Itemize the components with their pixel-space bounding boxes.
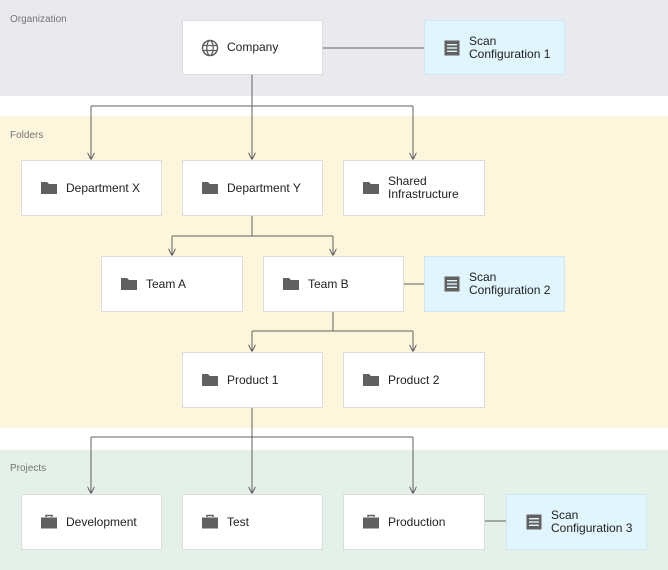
document-icon	[525, 513, 543, 531]
node-team-a[interactable]: Team A	[101, 256, 243, 312]
briefcase-icon	[40, 513, 58, 531]
node-label: Test	[227, 514, 250, 529]
node-label: Development	[66, 514, 137, 529]
scan-configuration-label: Scan Configuration 3	[551, 508, 633, 535]
node-label: Team B	[308, 276, 349, 291]
node-label: Department Y	[227, 180, 301, 195]
node-label: Department X	[66, 180, 141, 195]
globe-icon	[201, 39, 219, 57]
document-icon	[443, 39, 461, 57]
node-department-y[interactable]: Department Y	[182, 160, 323, 216]
node-development[interactable]: Development	[21, 494, 162, 550]
folder-icon	[40, 179, 58, 197]
projects-band-label: Projects	[10, 463, 47, 474]
briefcase-icon	[201, 513, 219, 531]
node-label: Shared Infrastructure	[388, 174, 459, 201]
organization-band-label: Organization	[10, 14, 67, 25]
node-team-b[interactable]: Team B	[263, 256, 404, 312]
scan-configuration-label: Scan Configuration 1	[469, 33, 551, 61]
document-icon	[443, 275, 461, 293]
node-company[interactable]: Company	[182, 20, 323, 75]
folders-band-label: Folders	[10, 130, 44, 141]
node-label: Product 2	[388, 372, 440, 387]
node-department-x[interactable]: Department X	[21, 160, 162, 216]
node-label: Team A	[146, 276, 187, 291]
node-label: Company	[227, 40, 279, 54]
node-product-1[interactable]: Product 1	[182, 352, 323, 408]
node-production[interactable]: Production	[343, 494, 485, 550]
scan-configuration-2[interactable]: Scan Configuration 2	[424, 256, 565, 312]
node-label: Production	[388, 514, 446, 529]
node-shared-infrastructure[interactable]: Shared Infrastructure	[343, 160, 485, 216]
folder-icon	[201, 371, 219, 389]
node-test[interactable]: Test	[182, 494, 323, 550]
node-product-2[interactable]: Product 2	[343, 352, 485, 408]
briefcase-icon	[362, 513, 380, 531]
folder-icon	[120, 275, 138, 293]
scan-configuration-3[interactable]: Scan Configuration 3	[506, 494, 647, 550]
scan-configuration-label: Scan Configuration 2	[469, 270, 551, 297]
folder-icon	[362, 179, 380, 197]
folder-icon	[201, 179, 219, 197]
node-label: Product 1	[227, 372, 279, 387]
scan-configuration-1[interactable]: Scan Configuration 1	[424, 20, 565, 75]
folder-icon	[282, 275, 300, 293]
folder-icon	[362, 371, 380, 389]
